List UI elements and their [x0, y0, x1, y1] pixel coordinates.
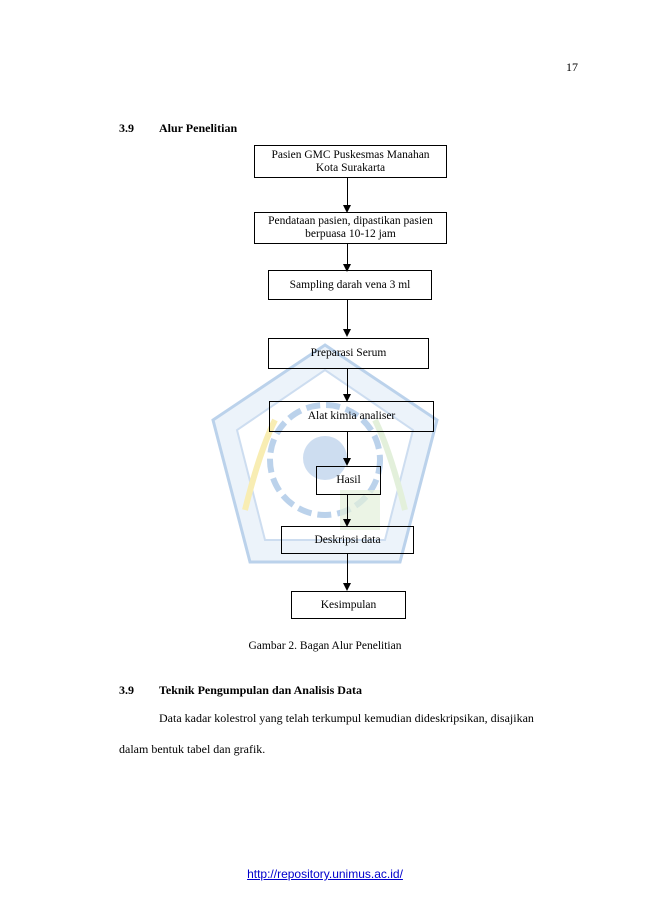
section-number: 3.9: [119, 683, 134, 697]
flow-step-3: Sampling darah vena 3 ml: [268, 270, 432, 300]
flow-step-3-text: Sampling darah vena 3 ml: [289, 278, 411, 291]
flow-arrow-4-head: [343, 394, 351, 402]
flow-step-4: Preparasi Serum: [268, 338, 429, 369]
flow-step-6: Hasil: [316, 466, 381, 495]
flow-step-2: Pendataan pasien, dipastikan pasien berp…: [254, 212, 447, 244]
section-title: Teknik Pengumpulan dan Analisis Data: [159, 683, 362, 697]
flow-arrow-6-head: [343, 519, 351, 527]
figure-caption: Gambar 2. Bagan Alur Penelitian: [248, 640, 402, 652]
flow-arrow-7-line: [347, 554, 348, 584]
section-title: Alur Penelitian: [159, 121, 238, 135]
paragraph-line-1: Data kadar kolestrol yang telah terkumpu…: [159, 711, 534, 725]
flow-arrow-1-line: [347, 178, 348, 206]
university-seal-watermark-icon: [211, 343, 439, 564]
flow-arrow-2-line: [347, 244, 348, 265]
flow-step-1-text: Pasien GMC Puskesmas Manahan Kota Suraka…: [271, 148, 430, 174]
section-number: 3.9: [119, 121, 134, 135]
flow-arrow-7-head: [343, 583, 351, 591]
flow-step-7: Deskripsi data: [281, 526, 414, 554]
flow-step-1: Pasien GMC Puskesmas Manahan Kota Suraka…: [254, 145, 447, 178]
flow-arrow-6-line: [347, 495, 348, 520]
paragraph-line-2: dalam bentuk tabel dan grafik.: [119, 742, 266, 756]
flow-step-7-text: Deskripsi data: [314, 533, 381, 546]
flow-arrow-2-head: [343, 264, 351, 272]
flow-step-5: Alat kimia analiser: [269, 401, 434, 432]
flow-step-6-text: Hasil: [336, 474, 361, 486]
page-number: 17: [566, 60, 578, 74]
flow-arrow-5-head: [343, 458, 351, 466]
flow-arrow-3-head: [343, 329, 351, 337]
flow-arrow-3-line: [347, 300, 348, 330]
repository-link[interactable]: http://repository.unimus.ac.id/: [247, 867, 403, 881]
flow-step-5-text: Alat kimia analiser: [307, 410, 396, 422]
flow-step-8-text: Kesimpulan: [320, 598, 377, 611]
flow-arrow-5-line: [347, 432, 348, 459]
flow-step-8: Kesimpulan: [291, 591, 406, 619]
flow-step-4-text: Preparasi Serum: [310, 347, 387, 359]
flow-arrow-4-line: [347, 369, 348, 395]
flow-arrow-1-head: [343, 205, 351, 213]
flow-step-2-text: Pendataan pasien, dipastikan pasien berp…: [268, 215, 433, 240]
